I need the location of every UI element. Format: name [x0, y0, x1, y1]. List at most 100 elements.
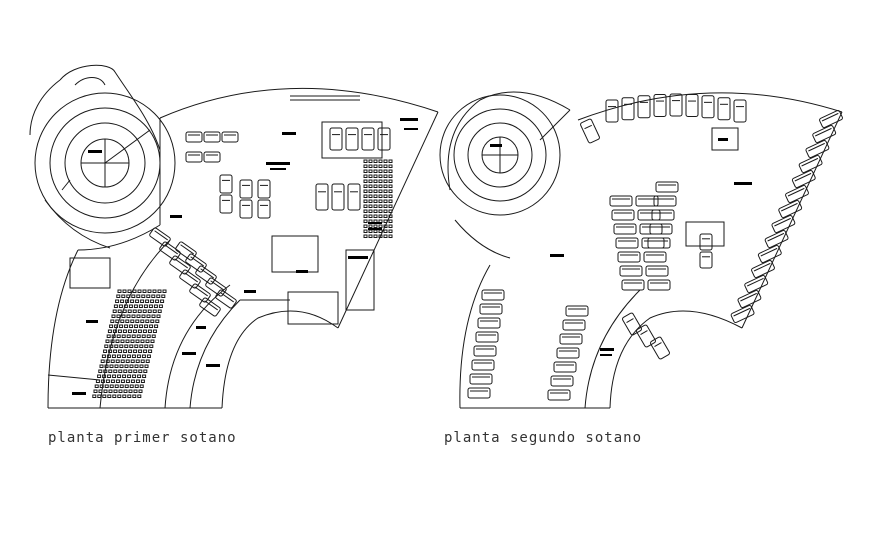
parking-bays-2: [468, 94, 843, 400]
seat: [363, 204, 368, 208]
seat: [133, 389, 138, 393]
seat: [373, 179, 378, 183]
seat: [118, 389, 123, 393]
parking-car: [654, 196, 676, 206]
seat: [111, 314, 116, 318]
seat: [130, 299, 135, 303]
seat: [111, 354, 116, 358]
seat: [127, 309, 132, 313]
seat: [363, 174, 368, 178]
seat: [138, 349, 143, 353]
parking-car: [812, 125, 836, 143]
seat: [373, 229, 378, 233]
seat: [112, 309, 117, 313]
seat: [101, 354, 106, 358]
seat: [149, 324, 154, 328]
seat: [139, 384, 144, 388]
parking-car: [480, 304, 502, 314]
seat: [120, 359, 125, 363]
seat: [105, 379, 110, 383]
parking-car: [734, 100, 746, 122]
seat: [363, 179, 368, 183]
parking-car: [476, 332, 498, 342]
seat: [378, 164, 383, 168]
parking-car: [648, 280, 670, 290]
seat: [121, 294, 126, 298]
seat: [130, 339, 135, 343]
seat: [160, 299, 165, 303]
seat: [130, 379, 135, 383]
parking-car: [548, 390, 570, 400]
seat: [151, 334, 156, 338]
seat: [128, 349, 133, 353]
seat: [155, 319, 160, 323]
seat: [112, 329, 117, 333]
seat: [388, 164, 393, 168]
seat: [363, 224, 368, 228]
seat: [378, 194, 383, 198]
plan-caption-primer-sotano: planta primer sotano: [48, 430, 237, 446]
parking-car: [468, 388, 490, 398]
seat: [135, 319, 140, 323]
parking-car: [169, 255, 191, 275]
parking-car: [186, 152, 202, 162]
parking-bays-1: [149, 128, 390, 317]
parking-car: [765, 230, 789, 248]
seat: [129, 324, 134, 328]
parking-car: [652, 210, 674, 220]
seat: [373, 194, 378, 198]
seat: [131, 334, 136, 338]
seat: [388, 189, 393, 193]
seat: [145, 299, 150, 303]
parking-car: [771, 215, 795, 233]
seat: [151, 294, 156, 298]
seat: [118, 349, 123, 353]
seat: [383, 164, 388, 168]
seat: [138, 389, 143, 393]
seat: [109, 324, 114, 328]
seat: [383, 234, 388, 238]
parking-car: [566, 306, 588, 316]
seat: [383, 224, 388, 228]
seat: [120, 339, 125, 343]
parking-car: [702, 96, 714, 118]
seat: [133, 304, 138, 308]
parking-car: [737, 290, 761, 308]
seat: [388, 179, 393, 183]
seat: [127, 329, 132, 333]
parking-car: [640, 224, 662, 234]
seat: [373, 159, 378, 163]
seat: [368, 194, 373, 198]
seat: [121, 334, 126, 338]
seat: [155, 299, 160, 303]
seat: [114, 384, 119, 388]
seat: [132, 309, 137, 313]
seat: [107, 394, 112, 398]
seat: [134, 344, 139, 348]
seat: [142, 329, 147, 333]
seat: [373, 174, 378, 178]
seat: [388, 214, 393, 218]
parking-car: [700, 234, 712, 250]
seat: [146, 354, 151, 358]
parking-car: [563, 320, 585, 330]
seat: [368, 189, 373, 193]
parking-car: [186, 132, 202, 142]
parking-car: [758, 245, 782, 263]
seat: [144, 344, 149, 348]
seat: [161, 294, 166, 298]
seat: [106, 334, 111, 338]
parking-car: [222, 132, 238, 142]
seat: [126, 314, 131, 318]
seat: [117, 329, 122, 333]
seat: [132, 394, 137, 398]
seat: [144, 324, 149, 328]
seat: [130, 359, 135, 363]
seat: [156, 314, 161, 318]
seat: [107, 329, 112, 333]
seat: [120, 319, 125, 323]
parking-car: [751, 260, 775, 278]
seat: [143, 349, 148, 353]
seating-right: [363, 159, 393, 238]
seat: [98, 389, 103, 393]
